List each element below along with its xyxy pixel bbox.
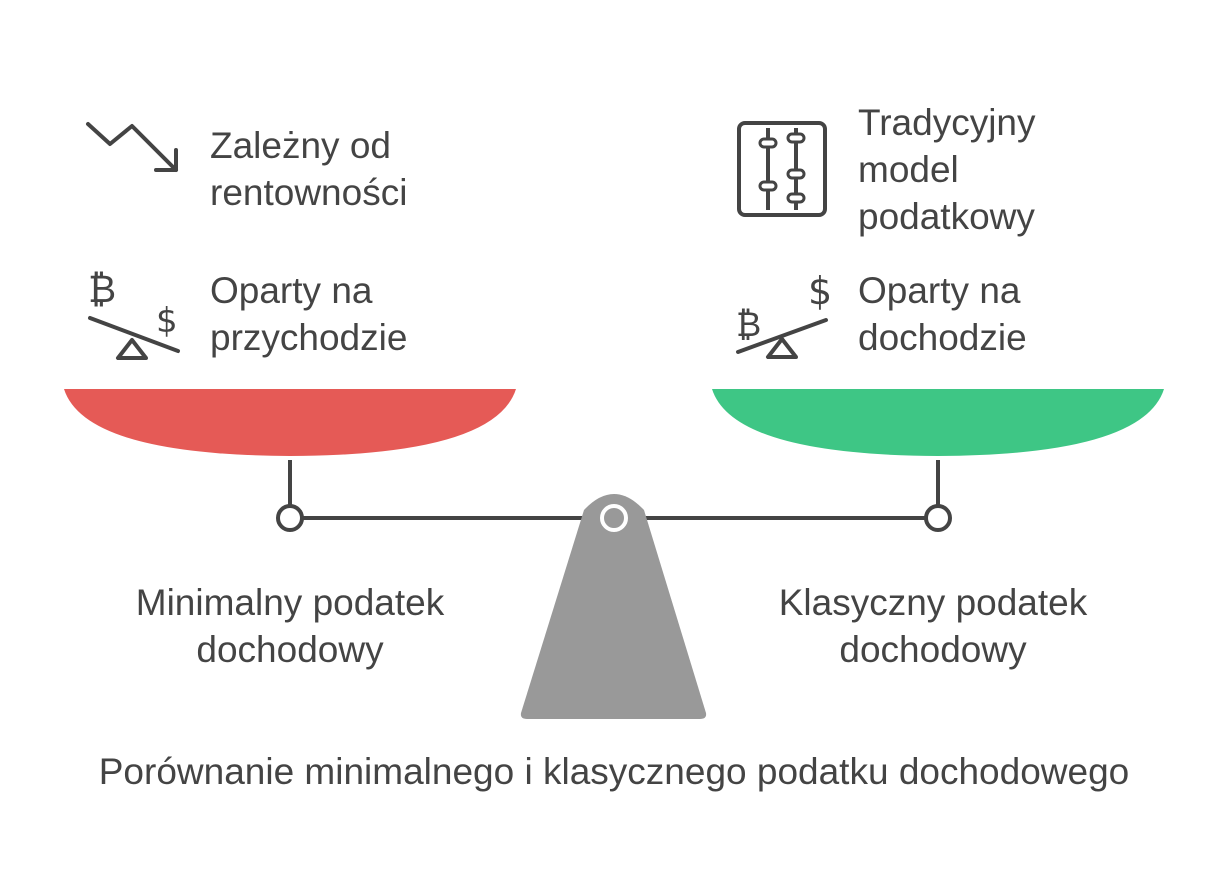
left-item-dependency-label: Zależny od rentowności xyxy=(210,125,408,213)
trend-down-icon xyxy=(86,122,178,172)
svg-text:₿: ₿ xyxy=(88,267,116,311)
right-option-label: Klasyczny podatek dochodowy xyxy=(778,582,1088,670)
right-item-model-label: Tradycyjny model podatkowy xyxy=(858,102,1036,237)
right-pan xyxy=(712,389,1164,456)
left-item-basis-label: Oparty na przychodzie xyxy=(210,270,408,358)
svg-text:₿: ₿ xyxy=(736,305,761,345)
right-beam-joint xyxy=(924,504,952,532)
diagram-caption: Porównanie minimalnego i klasycznego pod… xyxy=(98,751,1130,792)
seesaw-bitcoin-heavy-icon: ₿ $ xyxy=(88,267,180,360)
left-option-label: Minimalny podatek dochodowy xyxy=(135,582,445,670)
pivot-joint xyxy=(600,504,628,532)
abacus-icon xyxy=(737,121,827,217)
svg-text:$: $ xyxy=(156,301,178,341)
scale-stand xyxy=(520,494,707,719)
left-pan xyxy=(64,389,516,456)
right-item-basis-label: Oparty na dochodzie xyxy=(858,270,1027,358)
svg-text:$: $ xyxy=(808,269,832,313)
left-beam-joint xyxy=(276,504,304,532)
seesaw-dollar-heavy-icon: $ ₿ xyxy=(736,269,832,359)
